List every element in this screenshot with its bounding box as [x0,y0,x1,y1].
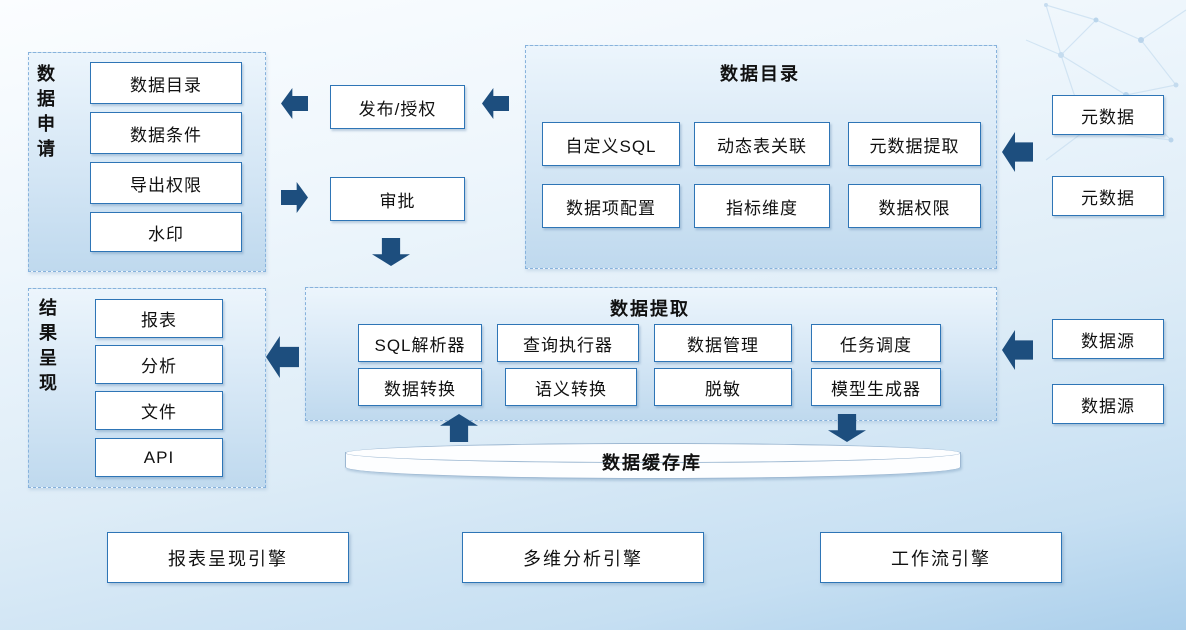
metadata-box-2: 元数据 [1052,176,1164,216]
panel-title-result-present: 结果呈现 [37,298,57,398]
arrow-catalog-to-publish [482,88,509,119]
datasource-box-1: 数据源 [1052,319,1164,359]
arrow-datasource-to-extract [1002,330,1033,370]
data-request-item-condition: 数据条件 [90,112,242,154]
data-request-item-watermark: 水印 [90,212,242,252]
result-item-api: API [95,438,223,477]
extract-item-semantic-transform: 语义转换 [505,368,637,406]
catalog-item-dataitem-config: 数据项配置 [542,184,680,228]
panel-title-data-catalog: 数据目录 [720,64,800,84]
extract-item-data-mgmt: 数据管理 [654,324,792,362]
data-request-item-export: 导出权限 [90,162,242,204]
arrow-request-to-approval [281,182,308,213]
approval-box: 审批 [330,177,465,221]
arrow-approval-to-extract [372,238,410,266]
result-item-file: 文件 [95,391,223,430]
extract-item-model-generator: 模型生成器 [811,368,941,406]
result-item-analysis: 分析 [95,345,223,384]
catalog-item-data-permission: 数据权限 [848,184,981,228]
metadata-box-1: 元数据 [1052,95,1164,135]
datasource-box-2: 数据源 [1052,384,1164,424]
catalog-item-dynamic-table: 动态表关联 [694,122,830,166]
engine-olap-analysis: 多维分析引擎 [462,532,704,583]
catalog-item-custom-sql: 自定义SQL [542,122,680,166]
extract-item-query-executor: 查询执行器 [497,324,639,362]
extract-item-masking: 脱敏 [654,368,792,406]
cache-label: 数据缓存库 [602,453,702,473]
extract-item-sql-parser: SQL解析器 [358,324,482,362]
arrow-publish-to-request [281,88,308,119]
engine-report-render: 报表呈现引擎 [107,532,349,583]
panel-title-data-request: 数据申请 [35,64,55,164]
publish-auth-box: 发布/授权 [330,85,465,129]
arrow-extract-to-result [266,336,299,378]
catalog-item-indicator-dim: 指标维度 [694,184,830,228]
engine-workflow: 工作流引擎 [820,532,1062,583]
cache-cylinder-top [345,443,961,463]
arrow-metadata-to-catalog [1002,132,1033,172]
catalog-item-metadata-extract: 元数据提取 [848,122,981,166]
data-request-item-catalog: 数据目录 [90,62,242,104]
extract-item-task-schedule: 任务调度 [811,324,941,362]
panel-title-data-extract: 数据提取 [610,299,690,319]
extract-item-data-transform: 数据转换 [358,368,482,406]
result-item-report: 报表 [95,299,223,338]
